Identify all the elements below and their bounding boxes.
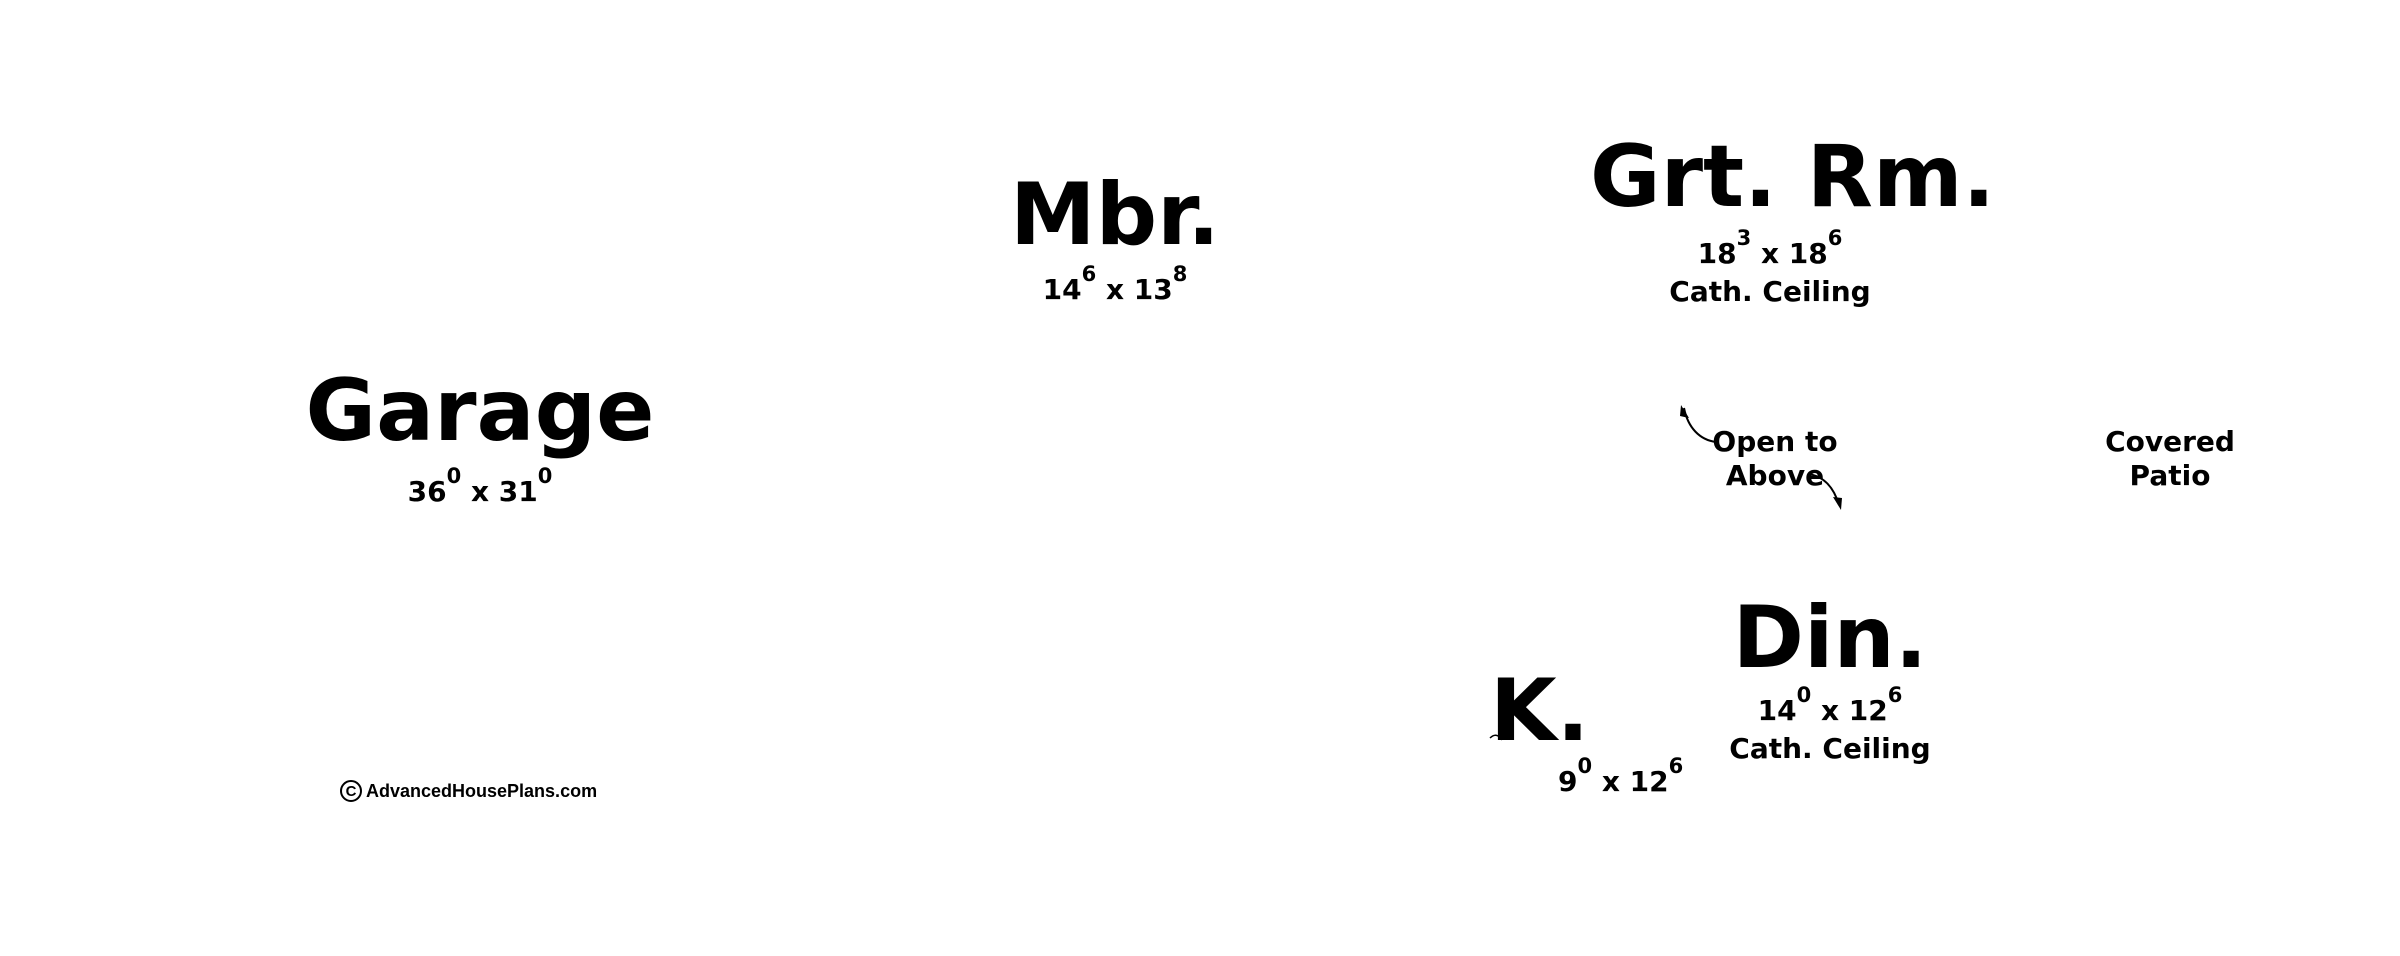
covered-patio-label: Covered Patio (2105, 425, 2235, 492)
open-to-above-label: Open to Above (1712, 425, 1838, 492)
room-name-dining: Din. (1732, 588, 1928, 688)
arrow-down-right-icon (1807, 473, 1840, 506)
room-garage: Garage 360 x 310 (300, 368, 660, 506)
copyright-notice: C AdvancedHousePlans.com (340, 780, 597, 802)
room-dining: Din. 140 x 126 Cath. Ceiling (1700, 595, 1960, 765)
arrowhead-up-icon (1680, 405, 1689, 418)
room-name-garage: Garage (305, 361, 655, 461)
room-kitchen: K. 90 x 126 (1490, 668, 1690, 796)
room-great-room: Grt. Rm. 183 x 186 Cath. Ceiling (1590, 127, 1996, 308)
room-dimensions-mbr: 146 x 138 (1042, 262, 1188, 306)
copyright-icon: C (340, 780, 362, 802)
room-note-dining: Cath. Ceiling (1729, 732, 1931, 765)
room-dimensions-dining: 140 x 126 (1757, 683, 1903, 727)
arrowhead-down-icon (1833, 497, 1842, 510)
room-mbr: Mbr. 146 x 138 (1000, 172, 1230, 304)
room-name-kitchen: K. (1490, 661, 1590, 761)
room-dimensions-kitchen: 90 x 126 (1558, 754, 1684, 798)
room-note-great-room: Cath. Ceiling (1669, 275, 1871, 308)
room-name-mbr: Mbr. (1010, 165, 1220, 265)
arrow-up-left-icon (1683, 407, 1717, 443)
copyright-text: AdvancedHousePlans.com (366, 780, 598, 801)
room-name-great-room: Grt. Rm. (1590, 127, 1996, 227)
kitchen-tick-icon (1489, 734, 1503, 741)
room-dimensions-great-room: 183 x 186 (1697, 226, 1843, 270)
room-dimensions-garage: 360 x 310 (407, 464, 553, 508)
